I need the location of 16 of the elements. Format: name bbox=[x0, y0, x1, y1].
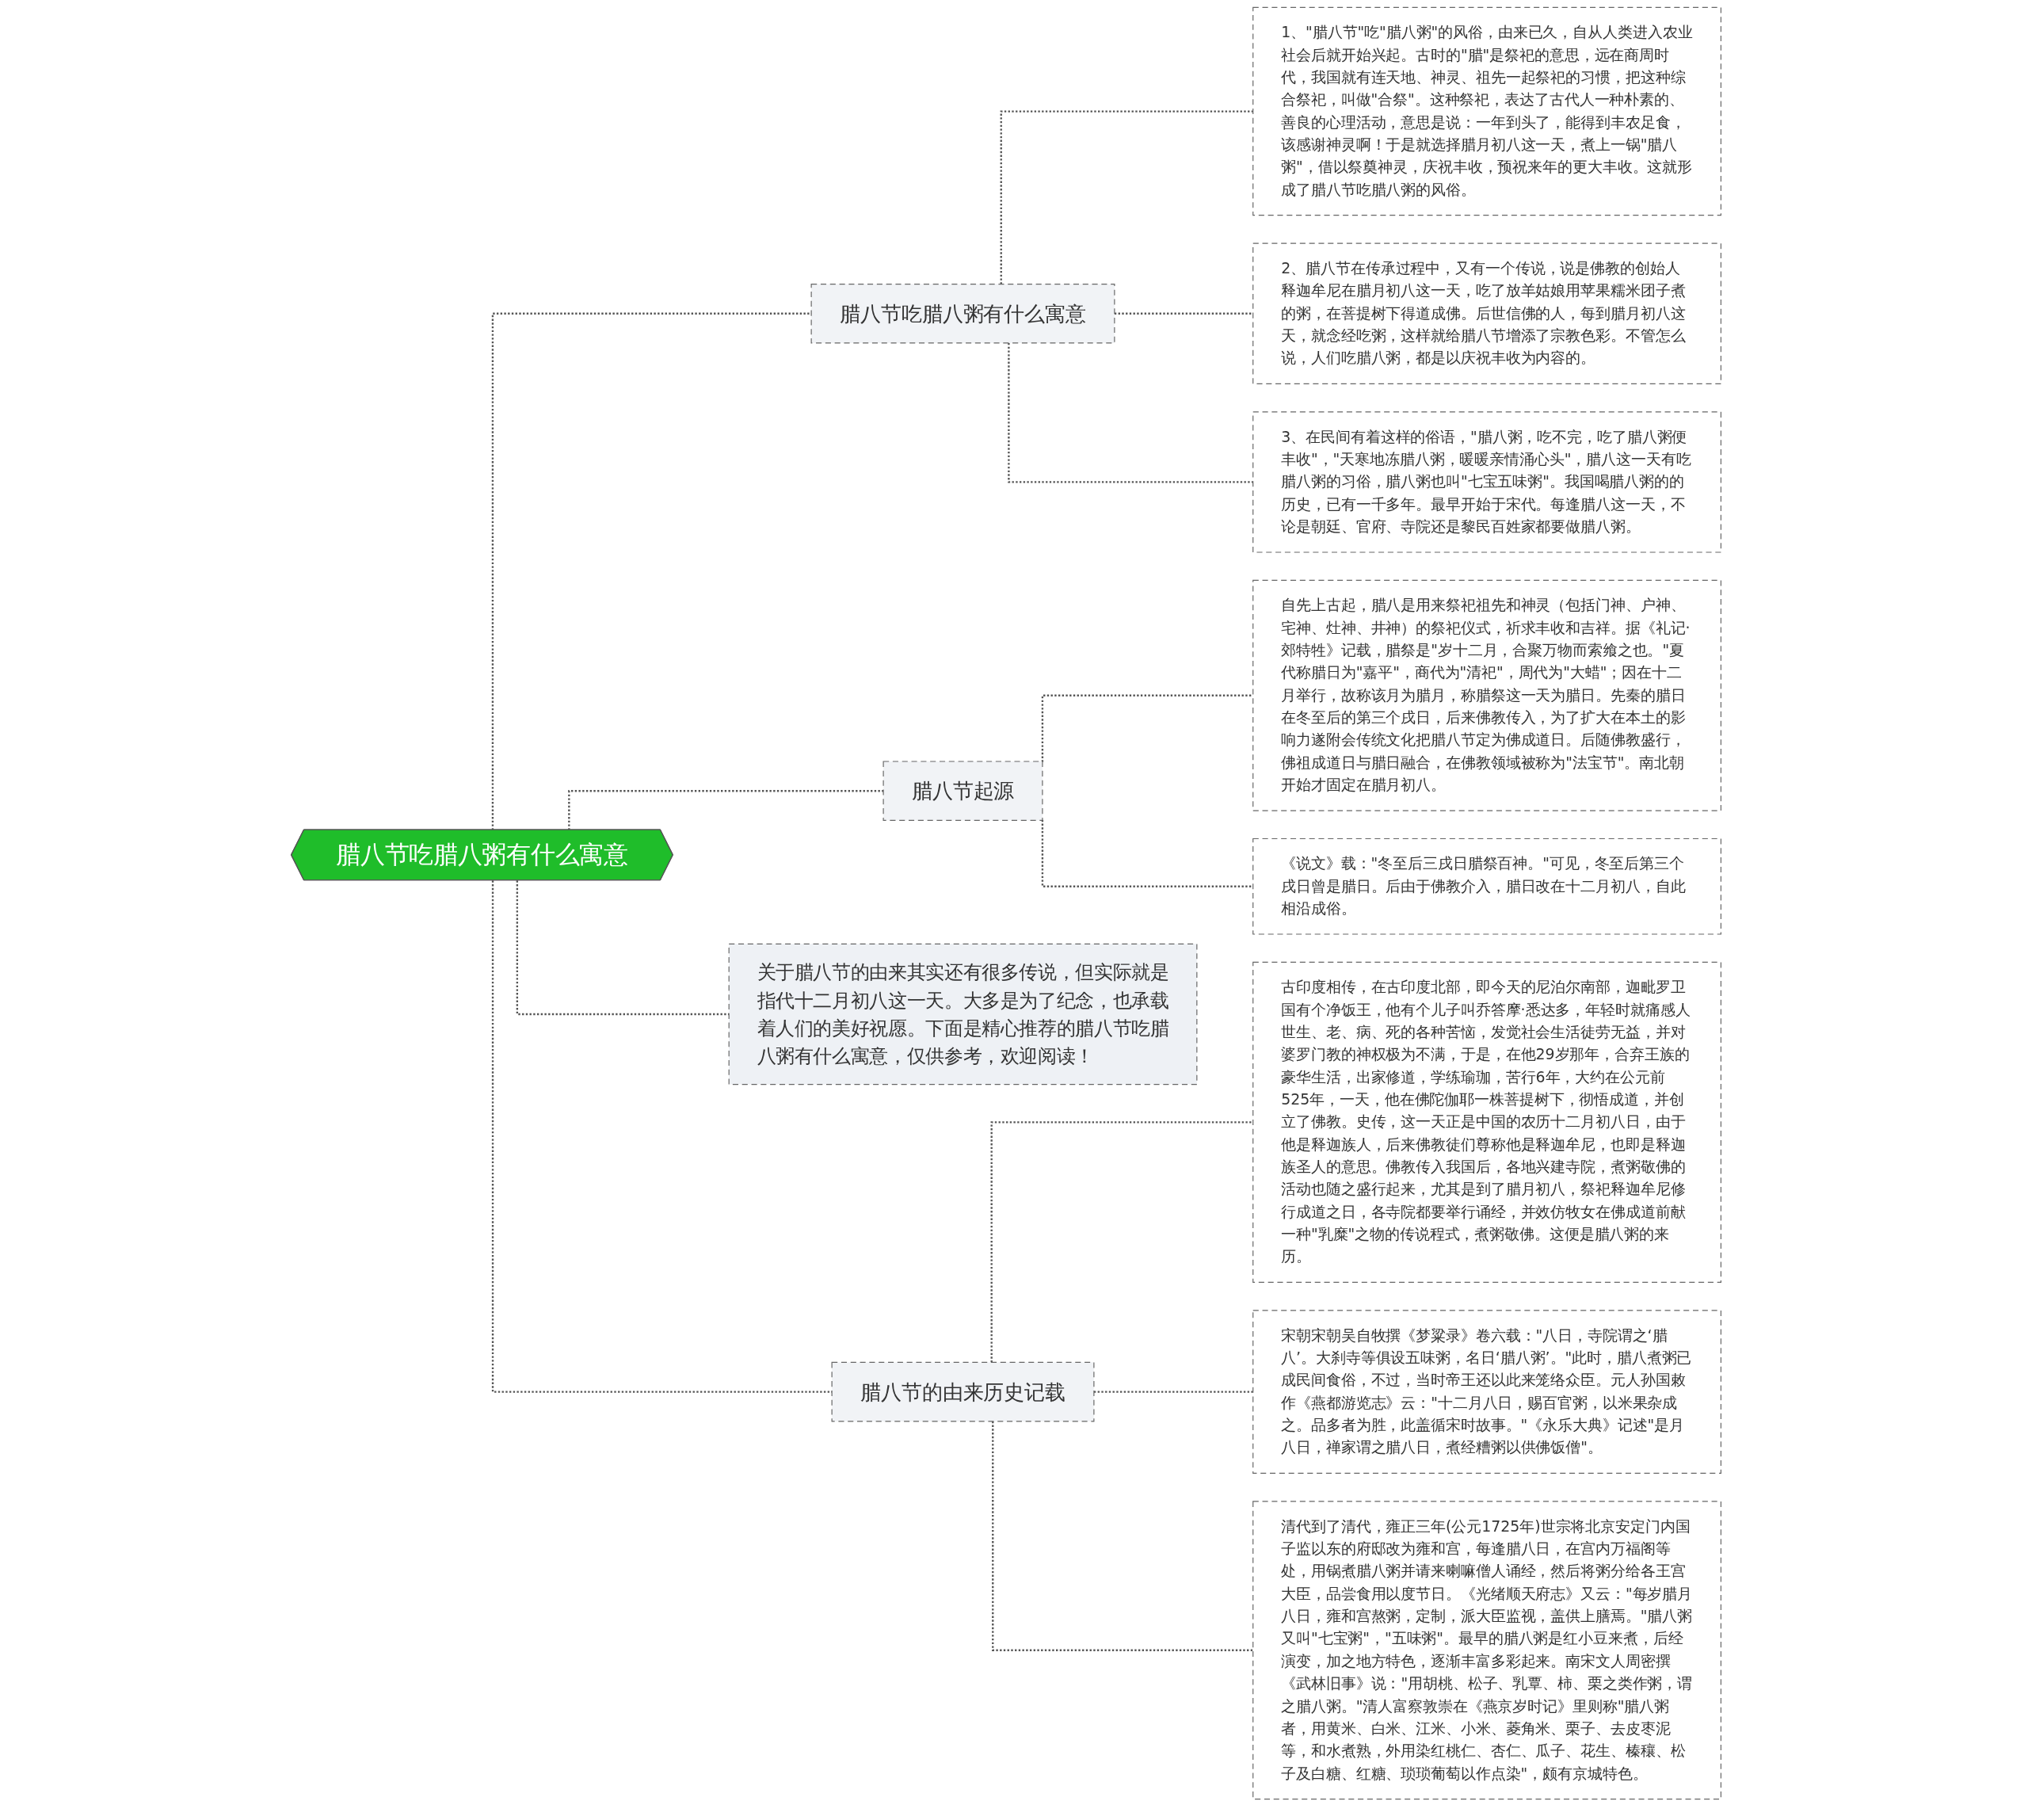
node-box: 3、在民间有着这样的俗语，"腊八粥，吃不完，吃了腊八粥便丰收"，"天寒地冻腊八粥，暖暖亲情涌心头"，腊八这一天有吃腊八粥的习俗，腊八粥也叫"七宝五味粥"。我国喝腊八粥的的历史，已有一千多年。最早开始于宋代。每逢腊八这一天，不论是朝廷、官府、寺院还是黎民百姓家都要做腊八粥。 bbox=[1252, 411, 1721, 553]
connector bbox=[990, 1121, 1253, 1363]
connector bbox=[992, 1421, 1253, 1651]
node-box: 《说文》载："冬至后三戌日腊祭百神。"可见，冬至后第三个戌日曾是腊日。后由于佛教介入，腊日改在十二月初八，自此相沿成俗。 bbox=[1252, 838, 1721, 935]
node-box: 2、腊八节在传承过程中，又有一个传说，说是佛教的创始人释迦牟尼在腊月初八这一天，吃了放羊姑娘用苹果糯米团子煮的粥，在菩提树下得道成佛。后世信佛的人，每到腊月初八这天，就念经吃粥，这样就给腊八节增添了宗教色彩。不管怎么说，人们吃腊八粥，都是以庆祝丰收为内容的。 bbox=[1252, 242, 1721, 384]
node-box: 腊八节的由来历史记载 bbox=[831, 1361, 1095, 1422]
node-box: 宋朝宋朝吴自牧撰《梦粱录》卷六载："八日，寺院谓之‘腊八’。大刹寺等俱设五味粥，名日‘腊八粥’。"此时，腊八煮粥已成民间食俗，不过，当时帝王还以此来笼络众臣。元人孙国敕作《燕都游览志》云："十二月八日，赐百官粥，以米果杂成之。品多者为胜，此盖循宋时故事。"《永乐大典》记述"是月八日，禅家谓之腊八日，煮经糟粥以供佛饭僧"。 bbox=[1252, 1310, 1721, 1475]
node-box: 古印度相传，在古印度北部，即今天的尼泊尔南部，迦毗罗卫国有个净饭王，他有个儿子叫乔答摩·悉达多，年轻时就痛感人世生、老、病、死的各种苦恼，发觉社会生活徒劳无益，并对婆罗门教的神权极为不满，于是，在他29岁那年，合弃王族的豪华生活，出家修道，学练瑜珈，苦行6年，大约在公元前525年，一天，他在佛陀伽耶一株菩提树下，彻悟成道，并创立了佛教。史传，这一天正是中国的农历十二月初八日，由于他是释迦族人，后来佛教徒们尊称他是释迦牟尼，也即是释迦族圣人的意思。佛教传入我国后，各地兴建寺院，煮粥敬佛的活动也随之盛行起来，尤其是到了腊月初八，祭祀释迦牟尼修行成道之日，各寺院都要举行诵经，并效仿牧女在佛成道前献一种"乳糜"之物的传说程式，煮粥敬佛。这便是腊八粥的来历。 bbox=[1252, 961, 1721, 1284]
node-box: 腊八节吃腊八粥有什么寓意 bbox=[810, 283, 1115, 344]
node-box: 关于腊八节的由来其实还有很多传说，但实际就是指代十二月初八这一天。大多是为了纪念，也承载着人们的美好祝愿。下面是精心推荐的腊八节吃腊八粥有什么寓意，仅供参考，欢迎阅读！ bbox=[728, 943, 1198, 1086]
connector bbox=[1041, 819, 1253, 887]
node-box: 1、"腊八节"吃"腊八粥"的风俗，由来已久，自从人类进入农业社会后就开始兴起。古时的"腊"是祭祀的意思，远在商周时代，我国就有连天地、神灵、祖先一起祭祀的习惯，把这种综合祭祀，叫做"合祭"。这种祭祀，表达了古代人一种朴素的、善良的心理活动，意思是说：一年到头了，能得到丰农足食，该感谢神灵啊！于是就选择腊月初八这一天，煮上一锅"腊八粥"，借以祭奠神灵，庆祝丰收，预祝来年的更大丰收。这就形成了腊八节吃腊八粥的风俗。 bbox=[1252, 6, 1721, 216]
node-box: 自先上古起，腊八是用来祭祀祖先和神灵（包括门神、户神、宅神、灶神、井神）的祭祀仪式，祈求丰收和吉祥。据《礼记·郊特牲》记载，腊祭是"岁十二月，合聚万物而索飨之也。"夏代称腊日为"嘉平"，商代为"清祀"，周代为"大蜡"；因在十二月举行，故称该月为腊月，称腊祭这一天为腊日。先秦的腊日在冬至后的第三个戌日，后来佛教传入，为了扩大在本土的影响力遂附会传统文化把腊八节定为佛成道日。后随佛教盛行，佛祖成道日与腊日融合，在佛教领域被称为"法宝节"。南北朝开始才固定在腊月初八。 bbox=[1252, 579, 1721, 811]
node-box: 清代到了清代，雍正三年(公元1725年)世宗将北京安定门内国子监以东的府邸改为雍和宫，每逢腊八日，在宫内万福阁等处，用锅煮腊八粥并请来喇嘛僧人诵经，然后将粥分给各王宫大臣，品尝食用以度节日。《光绪顺天府志》又云："每岁腊月八日，雍和宫熬粥，定制，派大臣监视，盖供上膳焉。"腊八粥又叫"七宝粥"，"五味粥"。最早的腊八粥是红小豆来煮，后经演变，加之地方特色，逐渐丰富多彩起来。南宋文人周密撰《武林旧事》说："用胡桃、松子、乳覃、柿、栗之类作粥，谓之腊八粥。"清人富察敦崇在《燕京岁时记》里则称"腊八粥者，用黄米、白米、江米、小米、菱角米、栗子、去皮枣泥等，和水煮熟，外用染红桃仁、杏仁、瓜子、花生、榛穰、松子及白糖、红糖、琐琐葡萄以作点染"，颇有京城特色。 bbox=[1252, 1501, 1721, 1800]
node-box: 腊八节起源 bbox=[882, 761, 1043, 822]
connector bbox=[1041, 694, 1253, 762]
